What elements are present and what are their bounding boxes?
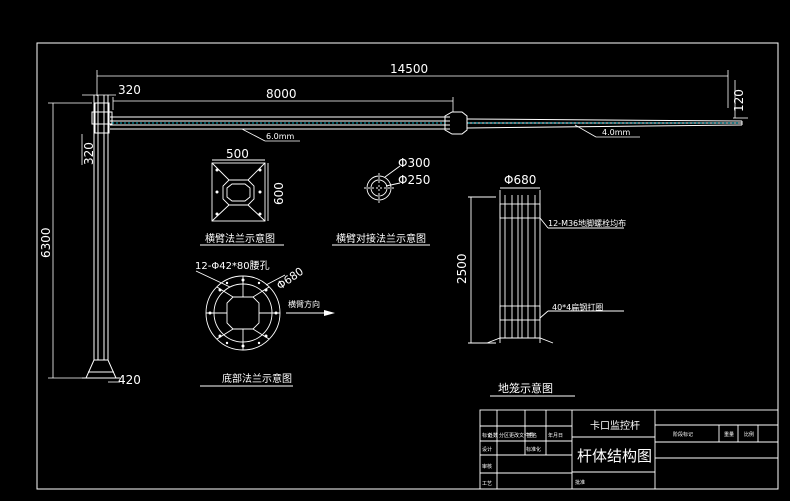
dim-total-span: 14500 — [390, 62, 428, 76]
direction-arrow — [324, 310, 335, 316]
dim-flange-top: 320 — [118, 83, 141, 97]
flange-ring-view — [332, 165, 430, 246]
tb-process: 工艺 — [482, 481, 492, 487]
tb-review: 审核 — [482, 463, 492, 470]
flange-square-width: 500 — [226, 147, 249, 161]
cage-height: 2500 — [455, 253, 469, 284]
cage-diameter: Φ680 — [504, 173, 536, 187]
flange-ring-inner: Φ250 — [398, 173, 430, 187]
base-flange-diameter: Φ680 — [274, 265, 306, 293]
flange-ring-outer: Φ300 — [398, 156, 430, 170]
tb-col-c: 分区 — [499, 432, 509, 439]
title-block — [479, 409, 779, 490]
dim-pole-height: 6300 — [39, 227, 53, 258]
tb-col-b: 处数 — [488, 432, 498, 439]
flange-square-holes — [215, 168, 262, 216]
cage-plate-note: 40*4扁钢打圈 — [552, 302, 603, 312]
dimension-lines — [48, 70, 748, 383]
tb-col-d: 更改文件号 — [509, 432, 534, 439]
dim-wall-2: 4.0mm — [602, 128, 631, 137]
base-flange-holes-label: 12-Φ42*80腰孔 — [195, 260, 270, 272]
flange-square-height: 600 — [272, 182, 286, 205]
base-flange-direction: 横臂方向 — [288, 299, 320, 309]
cage-caption: 地笼示意图 — [498, 381, 553, 395]
tb-approve: 批准 — [575, 479, 585, 486]
tb-scale: 比例 — [744, 431, 754, 438]
tb-weight: 重量 — [724, 431, 734, 438]
tb-project: 卡口监控杆 — [590, 419, 640, 432]
base-flange-caption: 底部法兰示意图 — [222, 372, 292, 385]
dim-arm-length: 8000 — [266, 87, 297, 101]
tb-design: 设计 — [482, 446, 492, 453]
dim-base-width: 420 — [118, 373, 141, 387]
dim-arm-tip: 120 — [732, 89, 746, 112]
rotated-dimension-texts: 6300 320 120 — [39, 89, 746, 258]
flange-ring-caption: 横臂对接法兰示意图 — [336, 232, 426, 245]
flange-square-caption: 横臂法兰示意图 — [205, 232, 275, 245]
dim-wall-1: 6.0mm — [266, 132, 295, 141]
dim-flange-side: 320 — [82, 142, 96, 165]
tb-drawing-name: 杆体结构图 — [577, 447, 652, 465]
tb-col-e: 签名 — [527, 432, 537, 439]
base-flange-holes — [208, 278, 278, 348]
title-block-texts: 标记 处数 分区 更改文件号 签名 年月日 设计 标准化 审核 工艺 批准 阶段… — [482, 431, 754, 487]
cage-bolt-note: 12-M36地脚螺栓均布 — [548, 218, 626, 228]
tb-col-a: 标记 — [482, 432, 492, 439]
outer-border — [36, 42, 779, 490]
base-flange-view — [195, 270, 330, 387]
tb-standard: 标准化 — [526, 446, 541, 453]
tb-stage: 阶段标记 — [673, 431, 693, 438]
dimension-texts: 14500 8000 320 420 6.0mm 4.0mm — [118, 62, 631, 387]
tb-col-f: 年月日 — [548, 432, 563, 439]
flange-square-view — [200, 159, 284, 246]
cage-view — [468, 187, 624, 397]
